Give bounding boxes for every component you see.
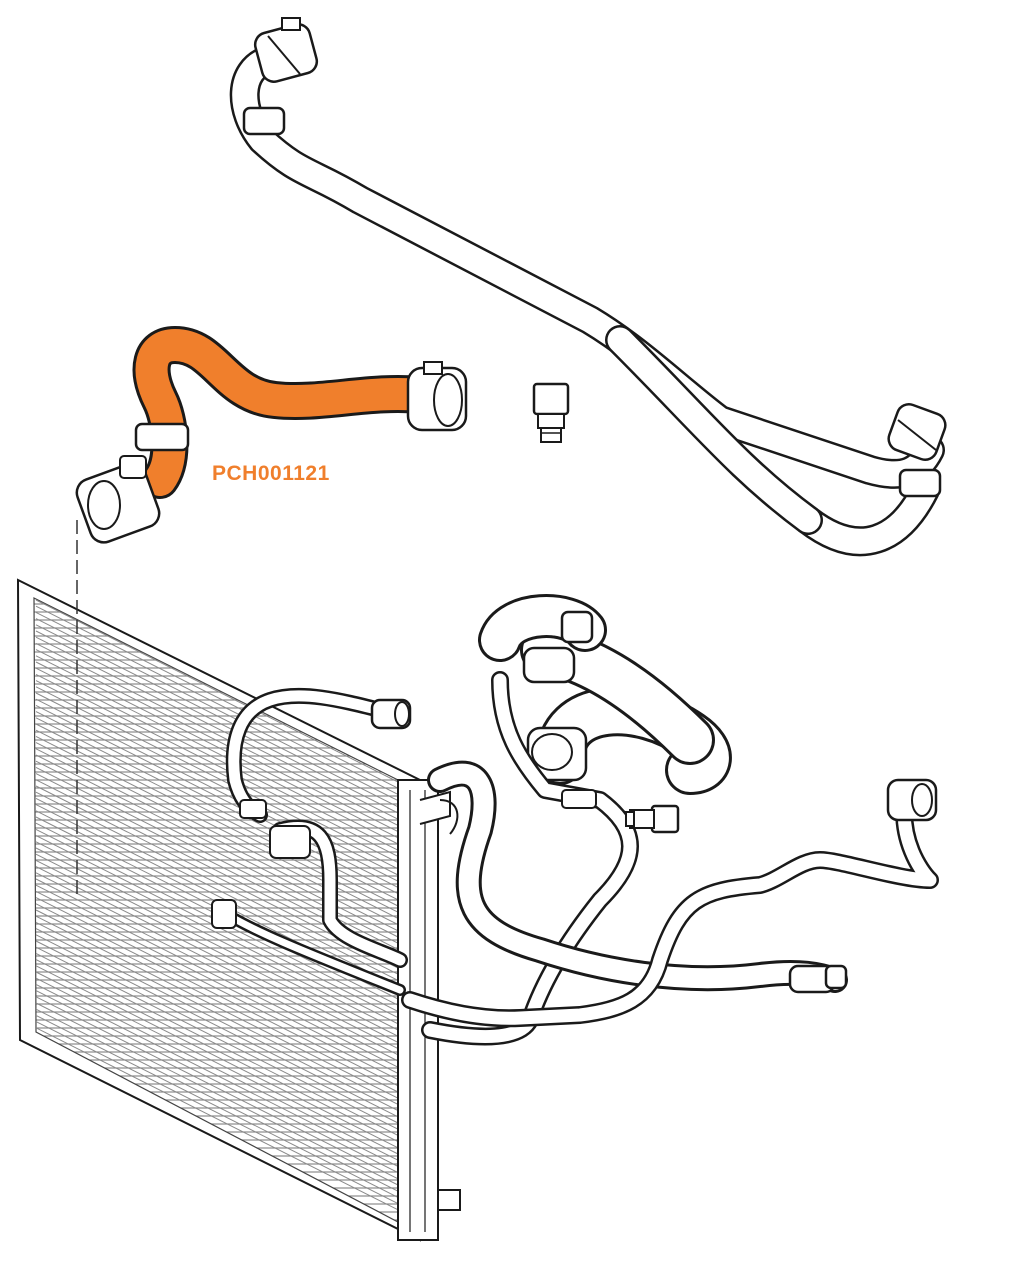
highlighted-hose-pch001121[interactable] <box>73 326 468 546</box>
bleed-hose <box>421 671 639 1046</box>
hose-clamp-connector-icon <box>887 403 947 498</box>
radiator-fins <box>35 599 399 1211</box>
radiator <box>16 578 461 1242</box>
upper-long-hose <box>229 17 947 557</box>
hose-clamp-connector-icon <box>526 726 588 782</box>
expansion-tank-hose <box>211 687 412 996</box>
temperature-sensor-icon <box>625 804 680 834</box>
lower-return-hose <box>427 760 848 994</box>
y-branch-hose <box>478 594 732 795</box>
temperature-sensor-icon <box>532 382 570 443</box>
right-feed-hose <box>401 778 939 1028</box>
part-number-label: PCH001121 <box>212 462 330 485</box>
hose-clamp-connector-icon <box>406 361 468 432</box>
hose-clamp-connector-icon <box>75 455 161 544</box>
hose-clamp-connector-icon <box>886 778 938 822</box>
hose-clamp-connector-icon <box>253 17 319 83</box>
hose-clamp-connector-icon <box>370 698 412 730</box>
